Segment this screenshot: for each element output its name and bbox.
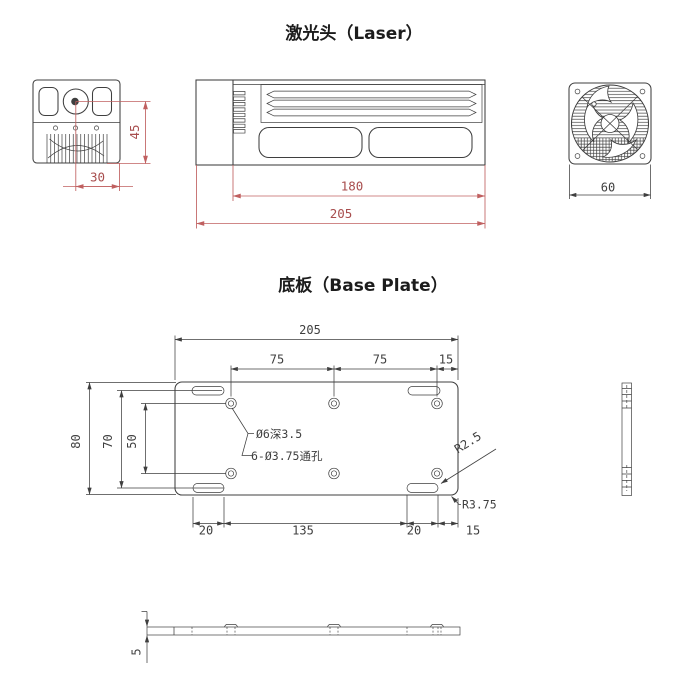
corner-radius-leader bbox=[451, 496, 461, 505]
laser-section-title: 激光头（Laser） bbox=[285, 23, 422, 44]
laser-front-dimensions: 45 30 bbox=[63, 101, 151, 191]
dim-label-80: 80 bbox=[69, 434, 83, 448]
front-profile-hidden-lines bbox=[191, 627, 439, 635]
fan-blade bbox=[619, 101, 639, 145]
dim-label-75-right: 75 bbox=[373, 353, 387, 367]
dim-label-5: 5 bbox=[130, 648, 144, 655]
base-plate-outline bbox=[174, 381, 459, 496]
vent-slot bbox=[266, 99, 477, 108]
dim-label-135: 135 bbox=[292, 524, 314, 538]
laser-aperture bbox=[71, 97, 79, 106]
dim-label-20-right: 20 bbox=[407, 524, 421, 538]
dim-label-15-bottom: 15 bbox=[466, 524, 480, 538]
side-window-right bbox=[368, 126, 473, 159]
vent-slot bbox=[266, 90, 477, 99]
dim-label-50: 50 bbox=[125, 434, 139, 448]
slot-radius-label: R2.5 bbox=[452, 429, 484, 456]
corner-radius-label: R3.75 bbox=[462, 498, 497, 512]
fan-frame bbox=[568, 82, 652, 165]
laser-side-view bbox=[195, 79, 486, 166]
front-profile-bosses bbox=[224, 624, 444, 628]
dim-label-30: 30 bbox=[90, 170, 105, 185]
laser-side-body bbox=[195, 79, 486, 166]
fan-blades bbox=[575, 85, 645, 162]
vent-slot bbox=[266, 108, 477, 117]
dim-label-20-left: 20 bbox=[199, 524, 213, 538]
fan-screw-hole bbox=[639, 88, 646, 95]
dim-label-15-top: 15 bbox=[439, 353, 453, 367]
hole-callout-leader bbox=[231, 407, 254, 456]
front-screw-hole bbox=[53, 125, 58, 131]
fan-detail-hole bbox=[591, 101, 597, 107]
laser-rear-view bbox=[568, 82, 652, 165]
fan-screw-hole bbox=[639, 153, 646, 159]
fan-blade bbox=[584, 97, 604, 143]
slot-radius-leader bbox=[440, 448, 497, 484]
base-plate-top-view bbox=[174, 381, 459, 496]
fan-blade bbox=[601, 138, 637, 158]
counterbore-annotation: Ø6深3.5 bbox=[256, 427, 302, 441]
fan-opening-circle bbox=[570, 84, 650, 163]
front-profile-boss-hidden-lines bbox=[226, 627, 442, 635]
fan-screw-hole bbox=[574, 88, 581, 95]
dim-label-180: 180 bbox=[341, 179, 364, 194]
dim-label-205: 205 bbox=[330, 206, 353, 221]
side-profile-outline bbox=[621, 382, 632, 496]
laser-front-window-left bbox=[38, 86, 59, 117]
dim-label-45: 45 bbox=[127, 124, 142, 139]
laser-front-view bbox=[32, 79, 121, 164]
dim-label-60: 60 bbox=[601, 181, 615, 195]
laser-front-body bbox=[32, 79, 121, 164]
base-plate-side-profile bbox=[621, 382, 632, 496]
base-plate-front-profile: 5 bbox=[130, 611, 461, 663]
dim-label-70: 70 bbox=[101, 434, 115, 448]
mount-slot-top-right bbox=[407, 386, 441, 396]
mount-slot-bottom-right bbox=[406, 483, 439, 493]
through-hole-annotation: 6-Ø3.75通孔 bbox=[251, 449, 323, 463]
dim-label-plate-205: 205 bbox=[299, 323, 321, 337]
base-plate-dimensions: 205 75 75 15 80 70 50 Ø6深3.5 6-Ø3.75通孔 R… bbox=[69, 323, 497, 538]
heatsink-fins bbox=[46, 134, 108, 163]
fan-cross-struts bbox=[580, 95, 640, 152]
side-heatsink-comb bbox=[233, 91, 246, 134]
front-profile-outline bbox=[146, 626, 461, 636]
dim-label-75-left: 75 bbox=[270, 353, 284, 367]
base-plate-section-title: 底板（Base Plate） bbox=[278, 275, 447, 296]
side-window-left bbox=[258, 126, 363, 159]
laser-rear-dimension: 60 bbox=[569, 164, 651, 199]
counterbored-holes bbox=[225, 397, 443, 480]
front-screw-hole bbox=[94, 125, 99, 131]
fan-screw-hole bbox=[574, 153, 581, 159]
vent-panel bbox=[260, 84, 483, 123]
laser-side-dimensions: 180 205 bbox=[196, 165, 486, 229]
